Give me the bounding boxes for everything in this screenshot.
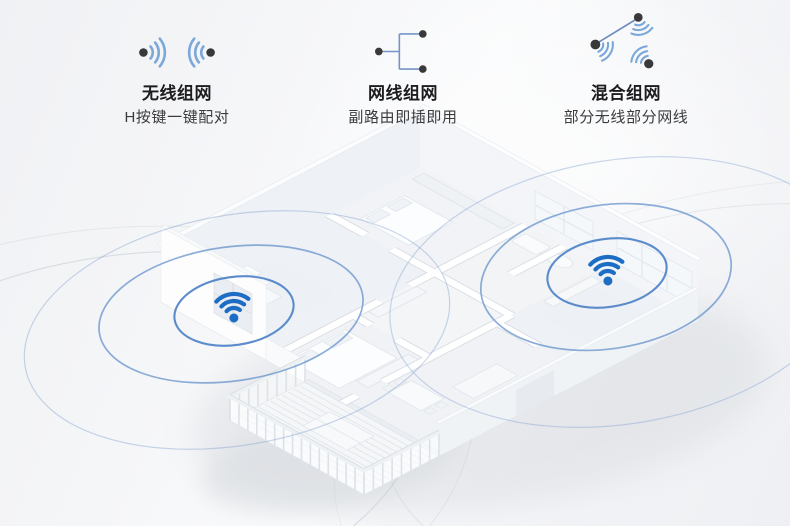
feature-title: 网线组网 <box>368 84 438 103</box>
coverage-rings-right <box>389 156 790 428</box>
balcony-railing <box>228 355 441 496</box>
perimeter-walls <box>156 103 702 456</box>
feature-wireless: 无线组网 H按键一键配对 <box>67 0 287 126</box>
feature-columns: 无线组网 H按键一键配对 网线组网 副路由即插即用 <box>0 0 790 140</box>
doorway <box>516 370 554 416</box>
hybrid-network-icon <box>516 0 736 80</box>
feature-subtitle: 副路由即插即用 <box>348 109 458 126</box>
feature-title: 无线组网 <box>142 84 212 103</box>
feature-subtitle: 部分无线部分网线 <box>563 109 689 126</box>
feature-title: 混合组网 <box>591 84 661 103</box>
bedroom-windows <box>534 190 693 306</box>
feature-wired: 网线组网 副路由即插即用 <box>293 0 513 126</box>
feature-hybrid: 混合组网 部分无线部分网线 <box>516 0 736 126</box>
coverage-rings-left <box>23 210 451 450</box>
feature-subtitle: H按键一键配对 <box>124 109 230 126</box>
wired-topology-icon <box>293 0 513 80</box>
wireless-pairing-icon <box>67 0 287 80</box>
